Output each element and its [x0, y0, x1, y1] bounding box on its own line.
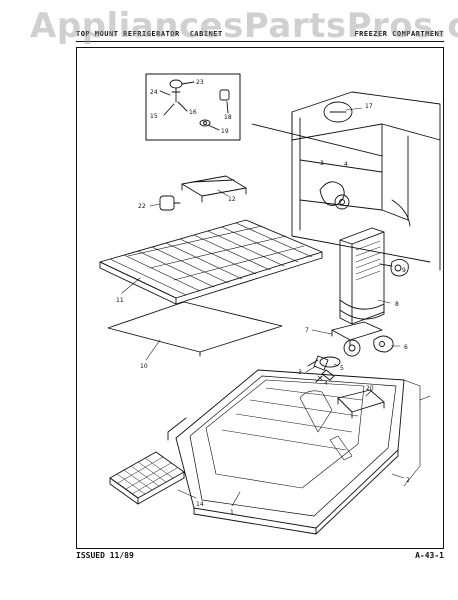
callout-20: 20	[366, 385, 374, 392]
callout-2: 2	[406, 477, 410, 484]
callout-15: 15	[150, 113, 158, 120]
header-mid: CABINET	[189, 30, 223, 38]
wire-shelf	[99, 219, 323, 305]
issued-date: ISSUED 11/89	[76, 551, 134, 560]
fan-motor-assembly	[307, 321, 394, 383]
callout-24: 24	[150, 89, 158, 96]
callout-8: 8	[395, 301, 399, 308]
page-footer: ISSUED 11/89 A-43-1	[76, 551, 444, 563]
header-left: TOP MOUNT REFRIGERATOR	[76, 30, 180, 38]
shelf-bracket	[159, 175, 247, 211]
callout-23: 23	[196, 79, 204, 86]
callout-22: 22	[138, 203, 146, 210]
page-number: A-43-1	[415, 551, 444, 560]
shelf-pad	[107, 301, 283, 357]
freezer-cabinet	[251, 91, 441, 271]
evaporator-cover	[339, 227, 409, 325]
callout-3: 3	[298, 369, 302, 376]
callout-10: 10	[140, 363, 148, 370]
callout-labels: 11 10 22 12 8 9 6 7 5 4 3 17 3 4 20 2 1 …	[116, 79, 410, 516]
ice-cube-tray	[109, 451, 185, 505]
callout-3b: 3	[320, 160, 324, 167]
page-header: TOP MOUNT REFRIGERATOR CABINET FREEZER C…	[76, 30, 444, 40]
inset-small-parts	[145, 73, 241, 141]
watermark: AppliancesPartsPros.com	[30, 6, 458, 46]
callout-9: 9	[402, 267, 406, 274]
callout-12: 12	[228, 196, 236, 203]
callout-7: 7	[305, 327, 309, 334]
callout-1: 1	[230, 509, 234, 516]
callout-19: 19	[221, 128, 229, 135]
callout-5: 5	[340, 365, 344, 372]
diagram-frame	[76, 47, 444, 549]
callout-18: 18	[224, 114, 232, 121]
callout-4: 4	[324, 380, 328, 387]
leader-lines	[121, 107, 405, 507]
callout-16: 16	[189, 109, 197, 116]
callout-17: 17	[365, 103, 373, 110]
callout-14: 14	[196, 501, 204, 508]
header-rule	[76, 41, 444, 42]
callout-11: 11	[116, 297, 124, 304]
header-right: FREEZER COMPARTMENT	[354, 30, 444, 38]
callout-6: 6	[404, 344, 408, 351]
callout-4b: 4	[344, 161, 348, 168]
freezer-liner	[167, 369, 431, 535]
